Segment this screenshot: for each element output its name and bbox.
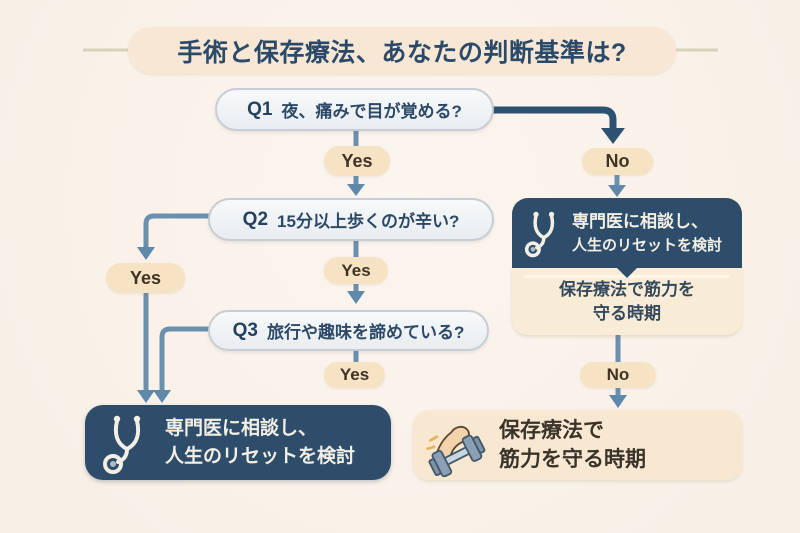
outcome-consult-specialist-right: 専門医に相談し、 人生のリセットを検討 xyxy=(512,198,742,278)
answer-q1-yes-label: Yes xyxy=(341,150,373,171)
answer-q1-no-label: No xyxy=(605,151,630,171)
q3-text: 旅行や趣味を諦めている? xyxy=(266,323,465,342)
light-arrowheads xyxy=(137,184,627,408)
answer-q1-yes: Yes xyxy=(324,146,390,176)
consult-left-line1: 専門医に相談し、 xyxy=(165,417,318,439)
question-q3: Q3 旅行や趣味を諦めている? xyxy=(208,310,489,351)
page-title: 手術と保存療法、あなたの判断基準は? xyxy=(128,27,676,74)
card-notch xyxy=(617,268,637,278)
muscle-dumbbell-icon xyxy=(423,413,489,477)
consult-left-line2: 人生のリセットを検討 xyxy=(165,445,356,467)
q2-text: 15分以上歩くのが辛い? xyxy=(277,212,460,231)
answer-right-card-no: No xyxy=(580,362,656,388)
question-q2: Q2 15分以上歩くのが辛い? xyxy=(208,198,494,241)
stethoscope-icon xyxy=(99,412,153,474)
answer-q2-yes-down: Yes xyxy=(324,257,388,284)
stethoscope-icon xyxy=(522,206,564,260)
outcome-conserve-wait: 保存療法で筋力を 守る時期 xyxy=(512,268,742,335)
outcome-right-card: 専門医に相談し、 人生のリセットを検討 保存療法で筋力を 守る時期 xyxy=(512,198,742,335)
answer-q2-yes-left: Yes xyxy=(106,263,185,293)
page-title-text: 手術と保存療法、あなたの判断基準は? xyxy=(177,38,627,67)
outcome-consult-specialist: 専門医に相談し、 人生のリセットを検討 xyxy=(85,405,391,480)
answer-q3-yes-label: Yes xyxy=(339,365,370,384)
answer-q2-yes-left-label: Yes xyxy=(129,267,162,288)
answer-q1-no: No xyxy=(582,148,653,175)
outcome-conserve-final: 保存療法で 筋力を守る時期 xyxy=(413,410,742,480)
answer-q2-yes-down-label: Yes xyxy=(341,260,371,280)
question-q1: Q1 夜、痛みで目が覚める? xyxy=(215,88,494,131)
q1-text: 夜、痛みで目が覚める? xyxy=(281,102,462,121)
q1-no-arrowhead xyxy=(601,128,625,144)
q3-id: Q3 xyxy=(232,319,258,341)
light-arrows xyxy=(143,124,621,399)
q1-no-connector xyxy=(486,106,617,133)
q1-id: Q1 xyxy=(247,98,273,120)
conserve-wait-line2: 守る時期 xyxy=(593,303,661,323)
consult-right-line2: 人生のリセットを検討 xyxy=(572,236,723,254)
conserve-wait-line1: 保存療法で筋力を xyxy=(559,279,695,299)
consult-right-line1: 専門医に相談し、 xyxy=(572,212,708,231)
conserve-final-line2: 筋力を守る時期 xyxy=(499,448,646,471)
answer-q3-yes: Yes xyxy=(324,362,385,388)
conserve-final-line1: 保存療法で xyxy=(499,418,604,442)
q2-id: Q2 xyxy=(242,208,269,230)
answer-right-card-no-label: No xyxy=(606,365,630,384)
